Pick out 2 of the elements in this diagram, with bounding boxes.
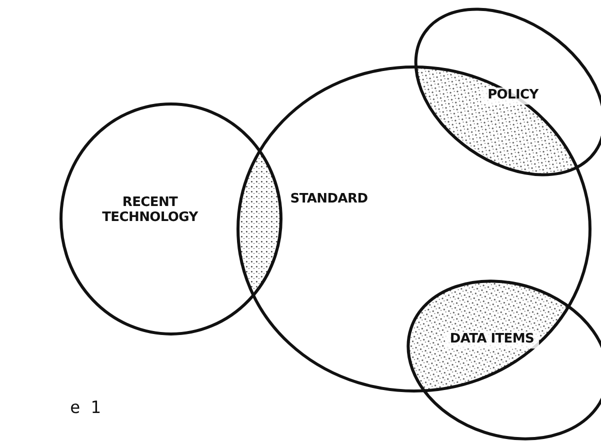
venn-circle (60, 103, 282, 335)
figure-caption: e 1 (70, 398, 101, 418)
